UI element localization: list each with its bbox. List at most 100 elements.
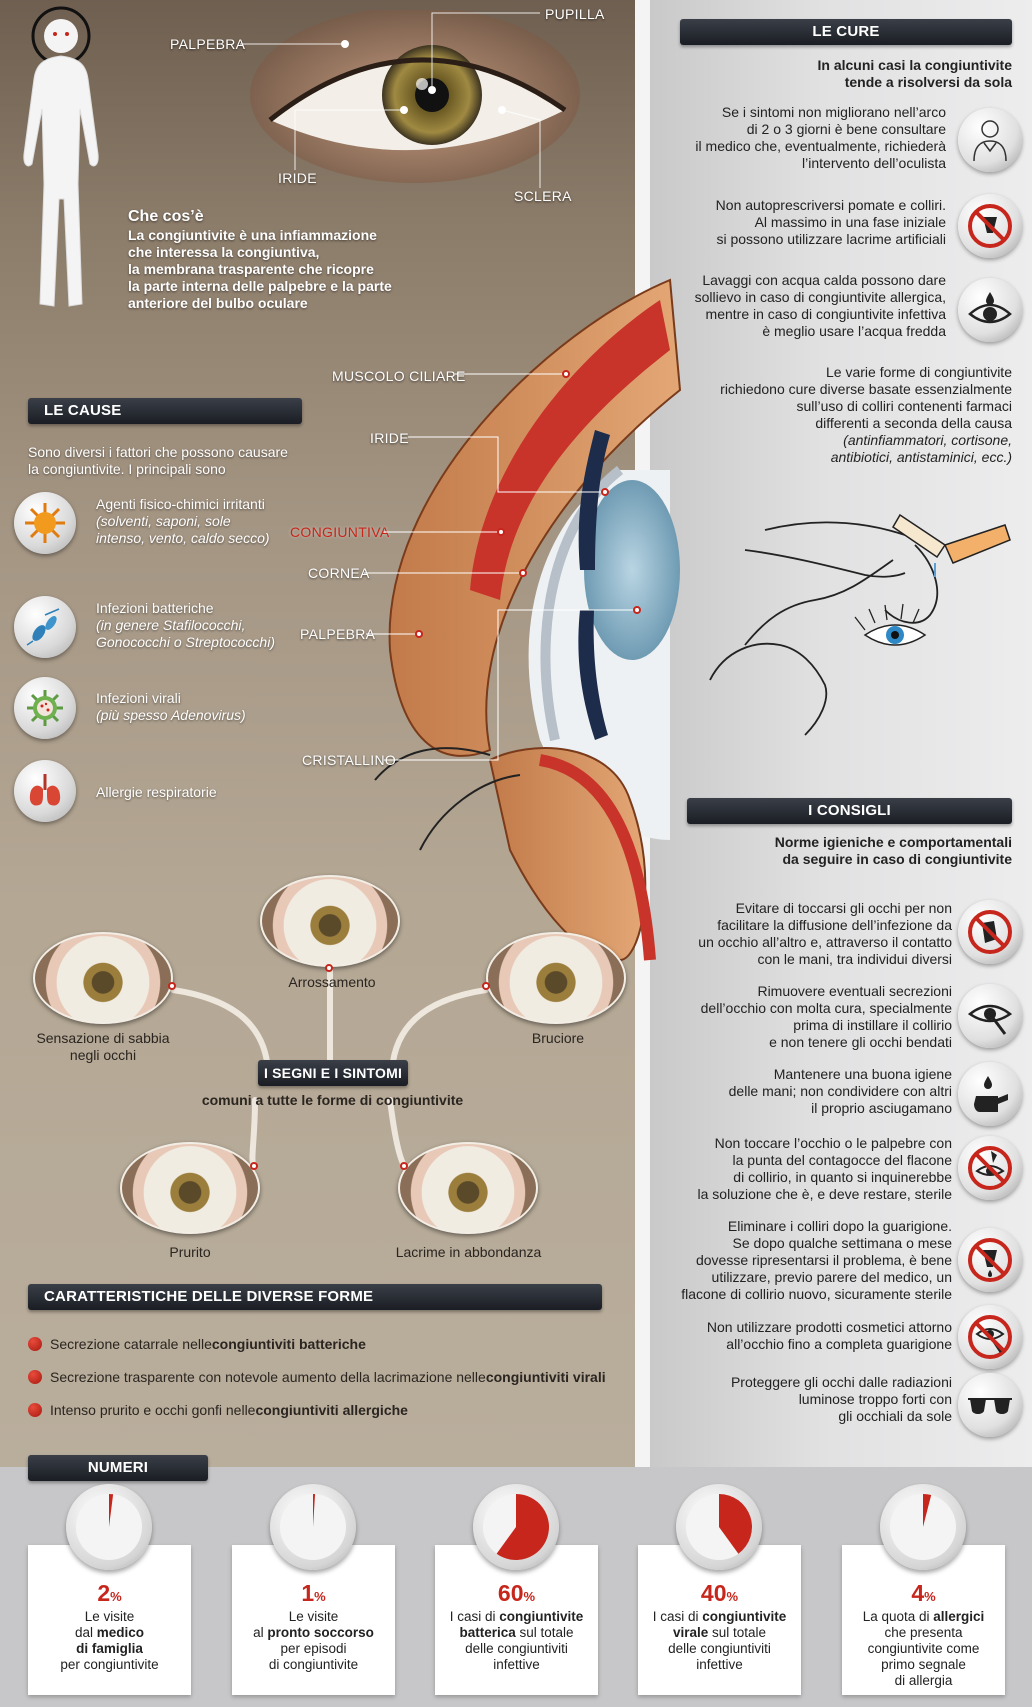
cura-forme-line: richiedono cure diverse basate essenzial… (720, 381, 1012, 397)
numero-value: 2% (97, 1580, 122, 1606)
cause-detail: Gonococchi o Streptococchi) (96, 634, 275, 650)
no-dropper-touch-icon (958, 1136, 1022, 1200)
consiglio-line: dovesse ripresentarsi il problema, è ben… (695, 1252, 952, 1268)
cause-detail: intenso, vento, caldo secco) (96, 530, 270, 546)
le-cause-intro: la congiuntivite. I principali sono (28, 461, 226, 477)
numero-value: 1% (301, 1580, 326, 1606)
symptom-sabbia: negli occhi (69, 1047, 137, 1063)
symptom-bruciore: Bruciore (531, 1030, 585, 1046)
marker-dot (250, 1162, 258, 1170)
che-cose-title: Che cos’è (128, 208, 204, 225)
consiglio-line: Non toccare l’occhio o le palpebre con (714, 1135, 952, 1151)
cura-line: Non autoprescriversi pomate e colliri. (715, 197, 946, 213)
le-cause-header: LE CAUSE (28, 398, 302, 424)
pie-slice (923, 1494, 932, 1527)
cause-title: Agenti fisico-chimici irritanti (96, 496, 265, 512)
consiglio-line: dell’occhio con molta cura, specialmente (700, 1000, 952, 1016)
eye-wash-icon (958, 278, 1022, 342)
numero-desc-line: batterica sul totale (459, 1625, 574, 1640)
numero-desc-line: Le visite (288, 1609, 339, 1624)
lungs-icon (14, 760, 76, 822)
numero-desc-line: che presenta (884, 1625, 963, 1640)
left-panel (0, 0, 635, 1467)
caratteristica-item: Intenso prurito e occhi gonfi nelle cong… (28, 1402, 408, 1418)
pie-slice (719, 1494, 752, 1554)
numero-pie-chart (270, 1484, 356, 1570)
marker-dot (325, 964, 333, 972)
cura-line: Lavaggi con acqua calda possono dare (702, 272, 946, 288)
numero-desc-line: di famiglia (76, 1641, 143, 1656)
consiglio-line: Se dopo qualche settimana o mese (732, 1235, 952, 1251)
numero-pie-chart (880, 1484, 966, 1570)
consigli-intro: Norme igieniche e comportamentali (774, 834, 1012, 850)
consiglio-line: Mantenere una buona igiene (773, 1066, 952, 1082)
che-cose-line: La congiuntivite è una infiammazione (128, 227, 377, 243)
consiglio-line: gli occhiali da sole (838, 1408, 952, 1424)
segni-subtitle: comuni a tutte le forme di congiuntivite (201, 1092, 464, 1108)
cura-line: Se i sintomi non migliorano nell’arco (721, 104, 946, 120)
caratteristica-item: Secrezione trasparente con notevole aume… (28, 1369, 606, 1385)
le-cure-intro: In alcuni casi la congiuntivite (817, 57, 1013, 73)
numero-desc-line: virale sul totale (672, 1625, 767, 1640)
numero-desc-line: infettive (696, 1657, 743, 1672)
le-cure-intro: tende a risolversi da sola (844, 74, 1012, 90)
cura-line: il medico che, eventualmente, richiederà (695, 138, 946, 154)
cura-forme-line: differenti a seconda della causa (815, 415, 1012, 431)
cause-title: Infezioni virali (96, 690, 181, 706)
le-cure-header: LE CURE (680, 19, 1012, 45)
numeri-header: NUMERI (28, 1455, 208, 1481)
label-iride-top: IRIDE (278, 170, 317, 186)
eye-clean-icon (958, 984, 1022, 1048)
cura-forme-line: Le varie forme di congiuntivite (826, 364, 1012, 380)
label-sclera: SCLERA (514, 188, 572, 204)
eye-redness-image (260, 875, 400, 967)
bullet-icon (28, 1403, 42, 1417)
sunglasses-icon (958, 1373, 1022, 1437)
label-pupilla: PUPILLA (545, 6, 605, 22)
label-palpebra-top: PALPEBRA (170, 36, 246, 52)
consiglio-line: flacone di collirio nuovo, sicuramente s… (681, 1286, 952, 1302)
che-cose-line: che interessa la congiuntiva, (128, 244, 320, 260)
marker-dot (168, 982, 176, 990)
numero-desc-line: di congiuntivite (268, 1657, 359, 1672)
hand-wash-icon (958, 1062, 1022, 1126)
label-cornea: CORNEA (308, 565, 370, 581)
section-leader-lines (364, 370, 641, 761)
consiglio-line: Evitare di toccarsi gli occhi per non (735, 900, 952, 916)
doctor-icon (958, 108, 1022, 172)
cause-title: Infezioni batteriche (96, 600, 214, 616)
consiglio-line: prima di instillare il collirio (793, 1017, 952, 1033)
numero-desc-line: per congiuntivite (60, 1657, 159, 1672)
cura-line: si possono utilizzare lacrime artificial… (716, 231, 946, 247)
symptom-sabbia: Sensazione di sabbia (36, 1030, 170, 1046)
numero-desc-line: La quota di allergici (862, 1609, 985, 1624)
consiglio-line: la punta del contagocce del flacone (732, 1152, 953, 1168)
cura-line: sollievo in caso di congiuntivite allerg… (694, 289, 946, 305)
numero-value: 60% (497, 1580, 536, 1606)
pie-slice (496, 1494, 549, 1560)
cura-forme-line: sull’uso di colliri contenenti farmaci (796, 398, 1012, 414)
numero-desc-line: Le visite (84, 1609, 135, 1624)
consiglio-line: il proprio asciugamano (811, 1100, 952, 1116)
numero-pie-chart (676, 1484, 762, 1570)
bullet-icon (28, 1337, 42, 1351)
label-palpebra-section: PALPEBRA (300, 626, 376, 642)
top-eye-leader-lines (240, 12, 541, 188)
cura-line: di 2 o 3 giorni è bene consultare (746, 121, 946, 137)
cause-detail: (più spesso Adenovirus) (96, 707, 246, 723)
marker-dot (482, 982, 490, 990)
consiglio-line: delle mani; non condividere con altri (728, 1083, 952, 1099)
consiglio-line: un occhio all’altro e, attraverso il con… (698, 934, 952, 950)
numero-pie-chart (473, 1484, 559, 1570)
no-cosmetics-icon (958, 1305, 1022, 1369)
eye-cross-section-image (374, 278, 682, 962)
cura-forme-italic: (antinfiammatori, cortisone, (843, 432, 1012, 448)
caratteristica-item: Secrezione catarrale nelle congiuntiviti… (28, 1336, 366, 1352)
numero-desc-line: delle congiuntiviti (465, 1641, 568, 1656)
le-cause-intro: Sono diversi i fattori che possono causa… (28, 444, 288, 460)
consiglio-line: utilizzare, previo parere del medico, un (711, 1269, 952, 1285)
label-cristallino: CRISTALLINO (302, 752, 397, 768)
